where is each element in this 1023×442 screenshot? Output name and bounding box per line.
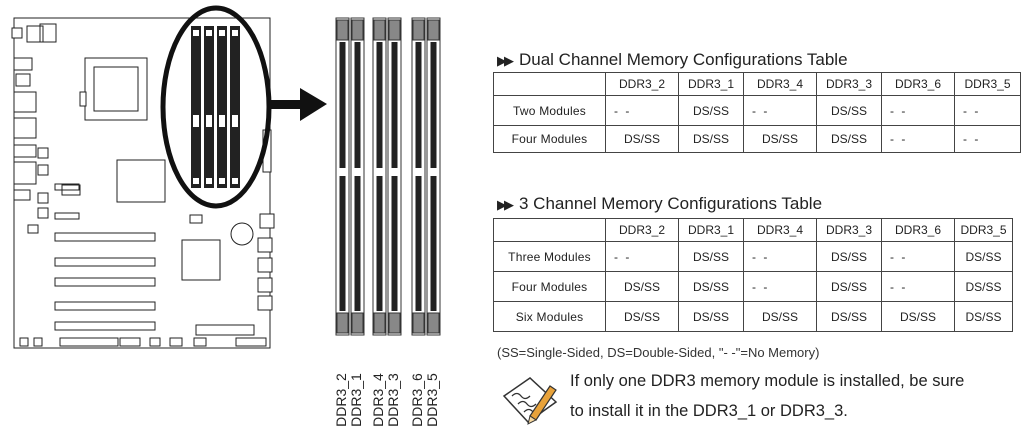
row-header: Four Modules [493, 125, 606, 153]
table-cell: DS/SS [881, 301, 955, 332]
table-cell: DS/SS [678, 125, 744, 153]
column-header: DDR3_5 [954, 72, 1021, 96]
double-triangle-right-icon: ▶▶ [497, 197, 514, 212]
table-cell: - - [881, 125, 955, 153]
slot-label: DDR3_1 [348, 373, 364, 427]
slot-label: DDR3_3 [385, 373, 401, 427]
row-header: Two Modules [493, 95, 606, 126]
column-header: DDR3_5 [954, 218, 1013, 242]
column-header: DDR3_3 [816, 72, 882, 96]
column-header: DDR3_3 [816, 218, 882, 242]
pcie-slot [54, 232, 156, 242]
note-line-1: If only one DDR3 memory module is instal… [570, 372, 965, 390]
board-dimm-slots [191, 26, 240, 188]
table-cell: DS/SS [743, 301, 817, 332]
table-cell: - - [954, 125, 1021, 153]
dimm-slot-2 [350, 17, 365, 336]
dimm-slot-6 [426, 17, 441, 336]
highlight-ellipse [160, 5, 272, 209]
row-header: Three Modules [493, 241, 606, 272]
column-header: DDR3_1 [678, 72, 744, 96]
table-cell: DS/SS [678, 95, 744, 126]
table-cell: DS/SS [816, 301, 882, 332]
column-header: DDR3_4 [743, 218, 817, 242]
table-cell: - - [743, 271, 817, 302]
motherboard-outline [13, 17, 271, 349]
pcie-slot [54, 301, 156, 311]
table-cell: DS/SS [678, 271, 744, 302]
table-cell: DS/SS [816, 125, 882, 153]
slot-label: DDR3_5 [424, 373, 440, 427]
legend-text: (SS=Single-Sided, DS=Double-Sided, "- -"… [497, 345, 820, 360]
slot-label: DDR3_6 [409, 373, 425, 427]
arrow-right-icon [270, 88, 327, 121]
table-cell: DS/SS [954, 301, 1013, 332]
dimm-slot-4 [387, 17, 402, 336]
corner-cell [493, 218, 606, 242]
table-cell: - - [605, 95, 679, 126]
table-cell: - - [743, 241, 817, 272]
table1-title-row: ▶▶ Dual Channel Memory Configurations Tab… [497, 50, 848, 70]
slot-label: DDR3_2 [333, 373, 349, 427]
pcie-slot [54, 321, 156, 331]
table-cell: DS/SS [954, 271, 1013, 302]
table-cell: - - [743, 95, 817, 126]
table-cell: - - [605, 241, 679, 272]
table-cell: DS/SS [816, 271, 882, 302]
table-header-row: DDR3_2 DDR3_1 DDR3_4 DDR3_3 DDR3_6 DDR3_… [493, 72, 1021, 96]
column-header: DDR3_6 [881, 218, 955, 242]
table-cell: DS/SS [605, 271, 679, 302]
table-cell: - - [954, 95, 1021, 126]
battery [230, 222, 254, 246]
table-cell: DS/SS [605, 301, 679, 332]
table-cell: DS/SS [816, 241, 882, 272]
note-line-2: to install it in the DDR3_1 or DDR3_3. [570, 402, 848, 420]
pcie-slot [54, 277, 156, 287]
column-header: DDR3_4 [743, 72, 817, 96]
table1-title: Dual Channel Memory Configurations Table [519, 50, 848, 69]
table-cell: DS/SS [743, 125, 817, 153]
table-header-row: DDR3_2 DDR3_1 DDR3_4 DDR3_3 DDR3_6 DDR3_… [493, 218, 1013, 242]
three-channel-table: DDR3_2 DDR3_1 DDR3_4 DDR3_3 DDR3_6 DDR3_… [493, 218, 1013, 332]
table-cell: - - [881, 95, 955, 126]
table-cell: DS/SS [816, 95, 882, 126]
table-cell: DS/SS [605, 125, 679, 153]
table-cell: DS/SS [678, 241, 744, 272]
column-header: DDR3_2 [605, 72, 679, 96]
southbridge [181, 239, 221, 281]
dual-channel-table: DDR3_2 DDR3_1 DDR3_4 DDR3_3 DDR3_6 DDR3_… [493, 72, 1021, 153]
enlarged-dimm-slots [335, 17, 441, 336]
dimm-slot-5 [411, 17, 426, 336]
row-header: Six Modules [493, 301, 606, 332]
row-header: Four Modules [493, 271, 606, 302]
pcie-slot [54, 257, 156, 267]
slot-label: DDR3_4 [370, 373, 386, 427]
table2-title: 3 Channel Memory Configurations Table [519, 194, 823, 213]
table-row: Three Modules - - DS/SS - - DS/SS - - DS… [493, 241, 1013, 272]
cpu-socket [84, 57, 148, 121]
table-cell: - - [881, 271, 955, 302]
table2-title-row: ▶▶ 3 Channel Memory Configurations Table [497, 194, 822, 214]
dimm-slot-1 [335, 17, 350, 336]
table-cell: DS/SS [954, 241, 1013, 272]
corner-cell [493, 72, 606, 96]
table-cell: DS/SS [678, 301, 744, 332]
dimm-slot-3 [372, 17, 387, 336]
column-header: DDR3_2 [605, 218, 679, 242]
column-header: DDR3_1 [678, 218, 744, 242]
chipset [116, 159, 166, 203]
table-row: Six Modules DS/SS DS/SS DS/SS DS/SS DS/S… [493, 301, 1013, 332]
column-header: DDR3_6 [881, 72, 955, 96]
double-triangle-right-icon: ▶▶ [497, 53, 514, 68]
table-row: Two Modules - - DS/SS - - DS/SS - - - - [493, 95, 1021, 126]
table-cell: - - [881, 241, 955, 272]
pencil-note-icon [502, 377, 558, 425]
table-row: Four Modules DS/SS DS/SS DS/SS DS/SS - -… [493, 125, 1021, 153]
table-row: Four Modules DS/SS DS/SS - - DS/SS - - D… [493, 271, 1013, 302]
